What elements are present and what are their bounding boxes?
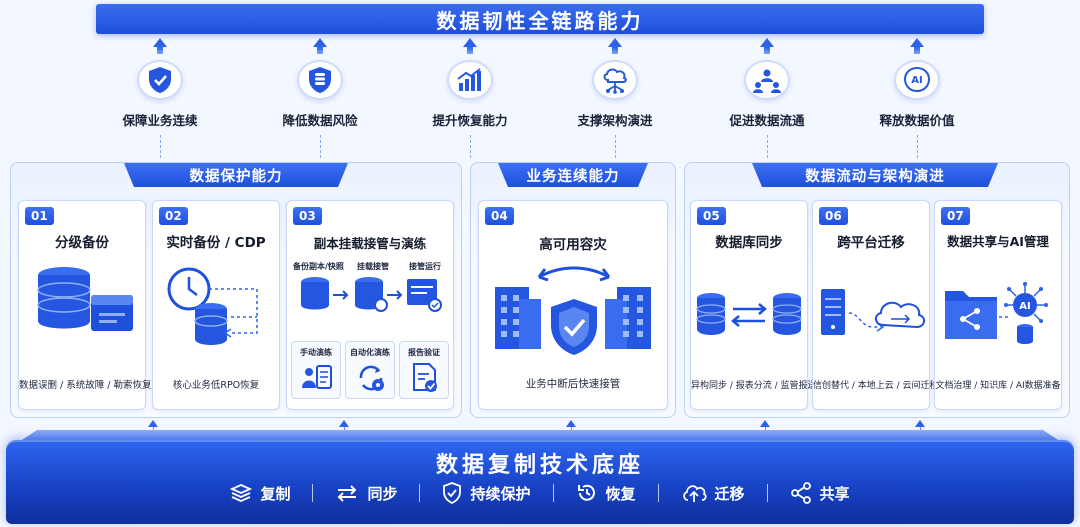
up-arrow-icon [910,38,924,47]
report-verify-box: 报告验证 [399,341,449,399]
card-title: 实时备份 / CDP [166,235,266,251]
server-to-cloud-icon [821,289,925,335]
bar-chart-up-icon [447,59,493,101]
card-cross-platform-migration: 06 跨平台迁移 信创替代 / 本地上云 / 云间迁移 [812,200,939,410]
step-label: 备份副本/快照 [293,262,344,271]
mini-title: 自动化演练 [350,348,390,357]
card-number: 03 [293,207,322,225]
card-tiered-backup: 01 分级备份 数据误删 / 系统故障 / 勒索恢复 [18,200,152,410]
benefit-label: 促进数据流通 [729,113,805,129]
capability-sync: 同步 [313,483,419,504]
restore-clock-icon [577,484,595,501]
up-arrow-icon [463,38,477,47]
benefit-label: 释放数据价值 [879,113,955,129]
capability-label: 复制 [260,484,291,503]
card-db-sync: 05 数据库同步 异构同步 / 报表分流 / 监管报送 [690,200,817,410]
card-high-availability: 04 高可用容灾 业务中断后快速接管 [478,200,668,410]
sync-arrows-icon [338,485,357,502]
benefit-label: 保障业务连续 [122,113,198,129]
database-icon [37,267,133,331]
card-description: 信创替代 / 本地上云 / 云间迁移 [813,381,939,391]
db-sync-icon [696,293,802,335]
benefit-6: AI 释放数据价值 [852,38,982,158]
capability-label: 同步 [367,484,398,503]
capability-label: 恢复 [605,484,636,503]
person-checklist-icon [302,365,332,389]
card-number: 01 [25,207,54,225]
card-title: 跨平台迁移 [837,235,905,251]
benefit-label: 支撑架构演进 [577,113,653,129]
auto-cycle-icon [359,365,384,391]
benefit-label: 降低数据风险 [282,113,358,129]
mini-title: 手动演练 [300,348,332,357]
folder-share-ai-icon: AI [945,282,1048,344]
card-description: 业务中断后快速接管 [525,378,621,390]
benefit-4: 支撑架构演进 [550,38,680,158]
card-title: 分级备份 [55,235,109,251]
benefit-1: 保障业务连续 [95,38,225,158]
card-number: 02 [159,207,188,225]
card-replica-mount: 03 副本挂载接管与演练 备份副本/快照 挂载接管 接管运行 手动演练 自动化演… [286,200,454,410]
ai-chip-icon: AI [894,59,940,101]
benefit-label: 提升恢复能力 [432,113,508,129]
database-shield-icon [297,59,343,101]
card-title: 高可用容灾 [539,237,607,253]
shield-check-icon [443,482,462,504]
card-title: 数据库同步 [715,235,783,251]
capability-label: 持续保护 [470,484,531,503]
layers-icon [230,484,253,502]
card-description: 核心业务低RPO恢复 [172,380,260,391]
platform-capabilities: 复制 同步 持续保护 恢复 迁移 共享 [0,482,1080,504]
capability-label: 迁移 [714,484,745,503]
cloud-upload-icon [682,485,707,502]
benefit-3: 提升恢复能力 [405,38,535,158]
replica-flow-icon [301,277,442,312]
card-number: 04 [485,207,514,225]
svg-text:AI: AI [911,75,922,86]
card-description: 异构同步 / 报表分流 / 监管报送 [691,381,817,391]
dr-buildings-shield-icon [495,266,651,355]
capability-migrate: 迁移 [659,483,767,504]
technology-platform [6,440,1074,524]
card-data-sharing-ai: 07 数据共享与AI管理 AI 文档治理 / 知识库 / AI数据准备 [934,200,1062,410]
manual-drill-box: 手动演练 [291,341,341,399]
capability-label: 共享 [819,484,850,503]
card-title: 副本挂载接管与演练 [313,236,427,251]
up-arrow-icon [153,38,167,47]
auto-drill-box: 自动化演练 [345,341,395,399]
benefit-5: 促进数据流通 [702,38,832,158]
mini-title: 报告验证 [408,348,440,357]
capability-continuous-protection: 持续保护 [420,482,552,504]
card-description: 文档治理 / 知识库 / AI数据准备 [935,381,1061,391]
card-title: 数据共享与AI管理 [947,234,1049,249]
card-number: 05 [697,207,726,225]
group-title: 数据保护能力 [124,163,348,187]
benefit-2: 降低数据风险 [255,38,385,158]
card-number: 07 [941,207,970,225]
clock-database-icon [167,267,258,345]
card-description: 数据误删 / 系统故障 / 勒索恢复 [19,380,152,391]
group-title: 业务连续能力 [498,163,648,187]
capability-share: 共享 [768,482,872,504]
shield-check-icon [137,59,183,101]
cloud-network-icon [592,59,638,101]
report-check-icon [413,363,437,392]
up-arrow-icon [760,38,774,47]
up-arrow-icon [313,38,327,47]
page-title: 数据韧性全链路能力 [96,4,984,34]
card-number: 06 [819,207,848,225]
svg-text:AI: AI [1019,301,1030,312]
platform-title: 数据复制技术底座 [435,453,644,478]
up-arrow-icon [608,38,622,47]
people-share-icon [744,59,790,101]
capability-restore: 恢复 [554,482,658,504]
group-title: 数据流动与架构演进 [752,163,998,187]
share-icon [790,482,811,504]
step-label: 挂载接管 [357,262,389,271]
card-realtime-cdp: 02 实时备份 / CDP 核心业务低RPO恢复 [152,200,280,410]
step-label: 接管运行 [409,262,441,271]
capability-replicate: 复制 [208,483,312,504]
